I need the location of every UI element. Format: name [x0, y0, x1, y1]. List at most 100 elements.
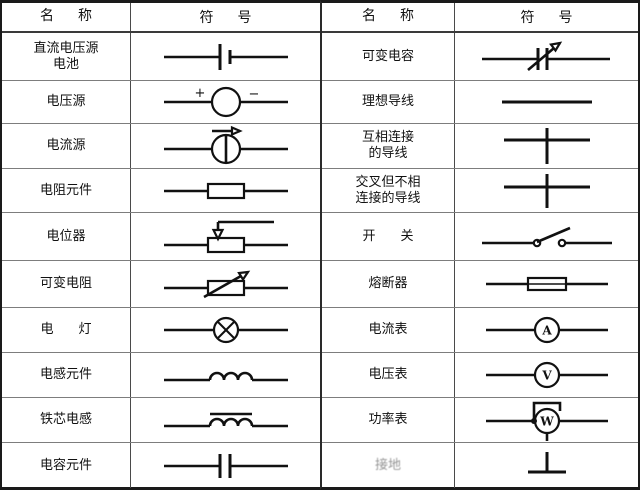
header-cell-symbol: 符 号 — [455, 3, 638, 31]
row-label: 可变电容 — [361, 48, 414, 64]
row-label: 电压源 — [46, 94, 86, 110]
row-label: 电压表 — [368, 367, 408, 383]
header-label-name: 名 称 — [362, 8, 419, 25]
row-label: 电感元件 — [39, 367, 92, 383]
crossing-unconnected-wires-symbol — [503, 173, 590, 208]
ideal-wire-symbol — [501, 100, 592, 104]
wattmeter-symbol: W — [485, 401, 608, 441]
table-row: 电感元件 — [2, 353, 320, 398]
connected-wires-symbol — [503, 128, 590, 164]
row-name-cell: 直流电压源 电池 — [2, 33, 131, 80]
row-symbol-cell — [131, 308, 320, 352]
table-row: 电压源 + − — [2, 81, 320, 124]
potentiometer-symbol — [163, 220, 288, 253]
table-row: 电流表 A — [322, 308, 638, 353]
row-label: 交叉但不相 连接的导线 — [355, 174, 421, 206]
row-label: 电阻元件 — [39, 182, 92, 198]
capacitor-symbol — [163, 453, 288, 478]
table-row: 电流源 — [2, 124, 320, 169]
current-source-symbol — [163, 125, 288, 165]
row-label: 电 灯 — [40, 322, 98, 338]
row-label: 开 关 — [362, 228, 420, 244]
row-symbol-cell: W — [455, 398, 638, 442]
row-symbol-cell: V — [455, 353, 638, 397]
row-name-cell: 电 灯 — [2, 308, 131, 352]
ammeter-letter: A — [541, 324, 552, 338]
table-row: 可变电阻 — [2, 261, 320, 308]
row-symbol-cell — [455, 81, 638, 123]
row-symbol-cell: + − — [131, 81, 320, 123]
row-label: 可变电阻 — [39, 276, 92, 292]
lamp-symbol — [163, 316, 288, 344]
table-row: 电容元件 — [2, 443, 320, 488]
row-label: 理想导线 — [361, 94, 414, 110]
row-name-cell: 开 关 — [322, 213, 455, 260]
table-row: 接地 — [322, 443, 638, 488]
row-name-cell: 电感元件 — [2, 353, 131, 397]
ammeter-symbol: A — [485, 316, 608, 344]
left-symbol-table: 名 称 符 号 直流电压源 电池 电压源 — [0, 0, 320, 490]
row-name-cell: 互相连接 的导线 — [322, 124, 455, 168]
table-row: 直流电压源 电池 — [2, 33, 320, 81]
row-symbol-cell — [131, 261, 320, 307]
row-label: 功率表 — [368, 412, 408, 428]
voltage-source-symbol: + − — [163, 86, 288, 118]
row-label: 互相连接 的导线 — [361, 130, 414, 161]
voltmeter-symbol: V — [485, 361, 608, 389]
row-name-cell: 交叉但不相 连接的导线 — [322, 169, 455, 212]
row-name-cell: 可变电容 — [322, 33, 455, 80]
row-symbol-cell — [131, 213, 320, 260]
table-row: 电 灯 — [2, 308, 320, 353]
plus-sign: + — [194, 86, 205, 101]
row-name-cell: 熔断器 — [322, 261, 455, 307]
row-symbol-cell — [455, 443, 638, 488]
table-row: 铁芯电感 — [2, 398, 320, 443]
row-symbol-cell — [455, 33, 638, 80]
table-header-row: 名 称 符 号 — [322, 3, 638, 33]
row-label: 电流表 — [368, 322, 408, 338]
row-name-cell: 电容元件 — [2, 443, 131, 488]
inductor-symbol — [163, 371, 288, 382]
row-label: 熔断器 — [368, 276, 408, 292]
switch-symbol — [481, 226, 612, 247]
row-symbol-cell — [131, 169, 320, 212]
resistor-symbol — [163, 182, 288, 199]
table-row: 电压表 V — [322, 353, 638, 398]
header-cell-name: 名 称 — [2, 3, 131, 31]
table-row: 功率表 W — [322, 398, 638, 443]
minus-sign: − — [248, 87, 259, 102]
fuse-symbol — [485, 276, 608, 292]
row-name-cell: 电流源 — [2, 124, 131, 168]
variable-resistor-symbol — [163, 270, 288, 299]
iron-core-inductor-symbol — [163, 412, 288, 428]
ground-symbol — [527, 451, 566, 473]
table-row: 互相连接 的导线 — [322, 124, 638, 169]
row-symbol-cell — [455, 261, 638, 307]
row-symbol-cell — [455, 124, 638, 168]
row-symbol-cell: A — [455, 308, 638, 352]
table-header-row: 名 称 符 号 — [2, 3, 320, 33]
row-label: 电流源 — [46, 138, 86, 154]
table-row: 可变电容 — [322, 33, 638, 81]
header-cell-symbol: 符 号 — [131, 3, 320, 31]
row-label: 电位器 — [46, 228, 86, 244]
header-cell-name: 名 称 — [322, 3, 455, 31]
row-symbol-cell — [131, 398, 320, 442]
variable-capacitor-symbol — [481, 41, 610, 71]
table-row: 电位器 — [2, 213, 320, 261]
table-row: 交叉但不相 连接的导线 — [322, 169, 638, 213]
dc-voltage-source-battery-symbol — [163, 43, 288, 70]
row-symbol-cell — [131, 33, 320, 80]
wattmeter-letter: W — [539, 415, 554, 429]
row-name-cell: 功率表 — [322, 398, 455, 442]
row-name-cell: 电压源 — [2, 81, 131, 123]
row-name-cell: 接地 — [322, 443, 455, 488]
row-name-cell: 铁芯电感 — [2, 398, 131, 442]
row-name-cell: 可变电阻 — [2, 261, 131, 307]
table-row: 电阻元件 — [2, 169, 320, 213]
table-row: 开 关 — [322, 213, 638, 261]
row-symbol-cell — [455, 213, 638, 260]
row-name-cell: 电压表 — [322, 353, 455, 397]
row-name-cell: 理想导线 — [322, 81, 455, 123]
row-label: 电容元件 — [39, 457, 92, 473]
